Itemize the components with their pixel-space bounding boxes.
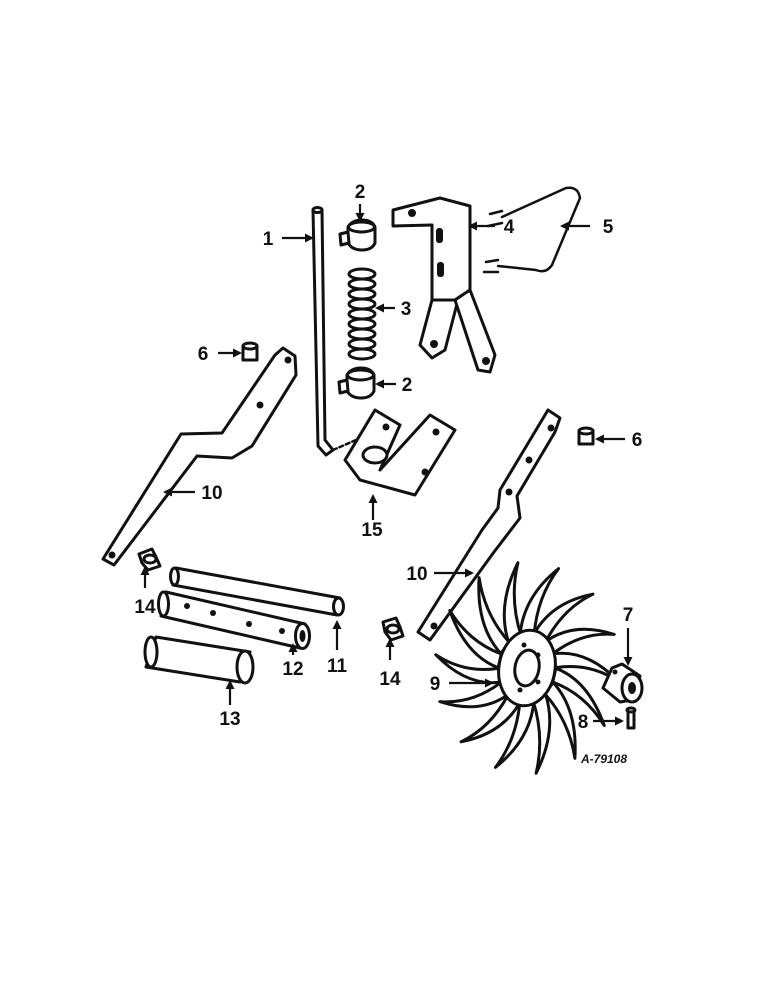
callout-7: 7 [623,605,634,626]
tine [543,681,577,760]
callout-10-right: 10 [406,564,427,585]
callout-2-lower: 2 [402,375,413,396]
tine [477,576,511,655]
callout-6-left: 6 [198,344,209,365]
callout-10-left: 10 [201,483,222,504]
tine [448,609,503,670]
callout-2-upper: 2 [355,182,366,203]
clip-part-right [381,616,405,642]
tine [438,681,511,709]
perforated-tube-part [157,590,311,650]
callout-8: 8 [578,712,589,733]
clip-part-left [137,547,162,572]
shaft-part [169,566,345,617]
tine [493,698,536,769]
arm-part-left [101,346,298,567]
spring-part [347,267,377,361]
sleeve-part [143,635,255,685]
tine [531,592,595,644]
leader-arrows [140,204,633,726]
callout-3: 3 [401,299,412,320]
bolt-part [625,706,637,730]
saddle-bracket-part [343,408,457,497]
tine [459,692,523,744]
callout-11: 11 [327,656,348,677]
drawing-number: A-79108 [580,752,627,766]
callout-5: 5 [603,217,614,238]
callout-14-right: 14 [379,669,401,690]
arm-part-right [416,408,562,642]
u-bolt-part [482,186,582,274]
callout-13: 13 [219,709,240,730]
callout-14-left: 14 [134,597,156,618]
tine-wheel-part [434,561,620,775]
collar-part-lower [337,366,376,400]
callout-1: 1 [263,229,274,250]
collar-part-upper [338,218,377,252]
callout-4: 4 [504,217,515,238]
plug-part-left [241,341,259,362]
hub-part [601,662,644,704]
plug-part-right [577,426,595,446]
tine [502,561,523,644]
rod-part [311,206,358,457]
callout-9: 9 [430,674,441,695]
tine [531,692,552,775]
tine [434,653,503,685]
mounting-bracket-part [391,196,497,374]
callout-6-right: 6 [632,430,643,451]
callout-12: 12 [282,659,303,680]
callout-15: 15 [361,520,383,541]
tine [543,627,616,655]
tine [551,666,606,727]
tine [518,567,561,638]
